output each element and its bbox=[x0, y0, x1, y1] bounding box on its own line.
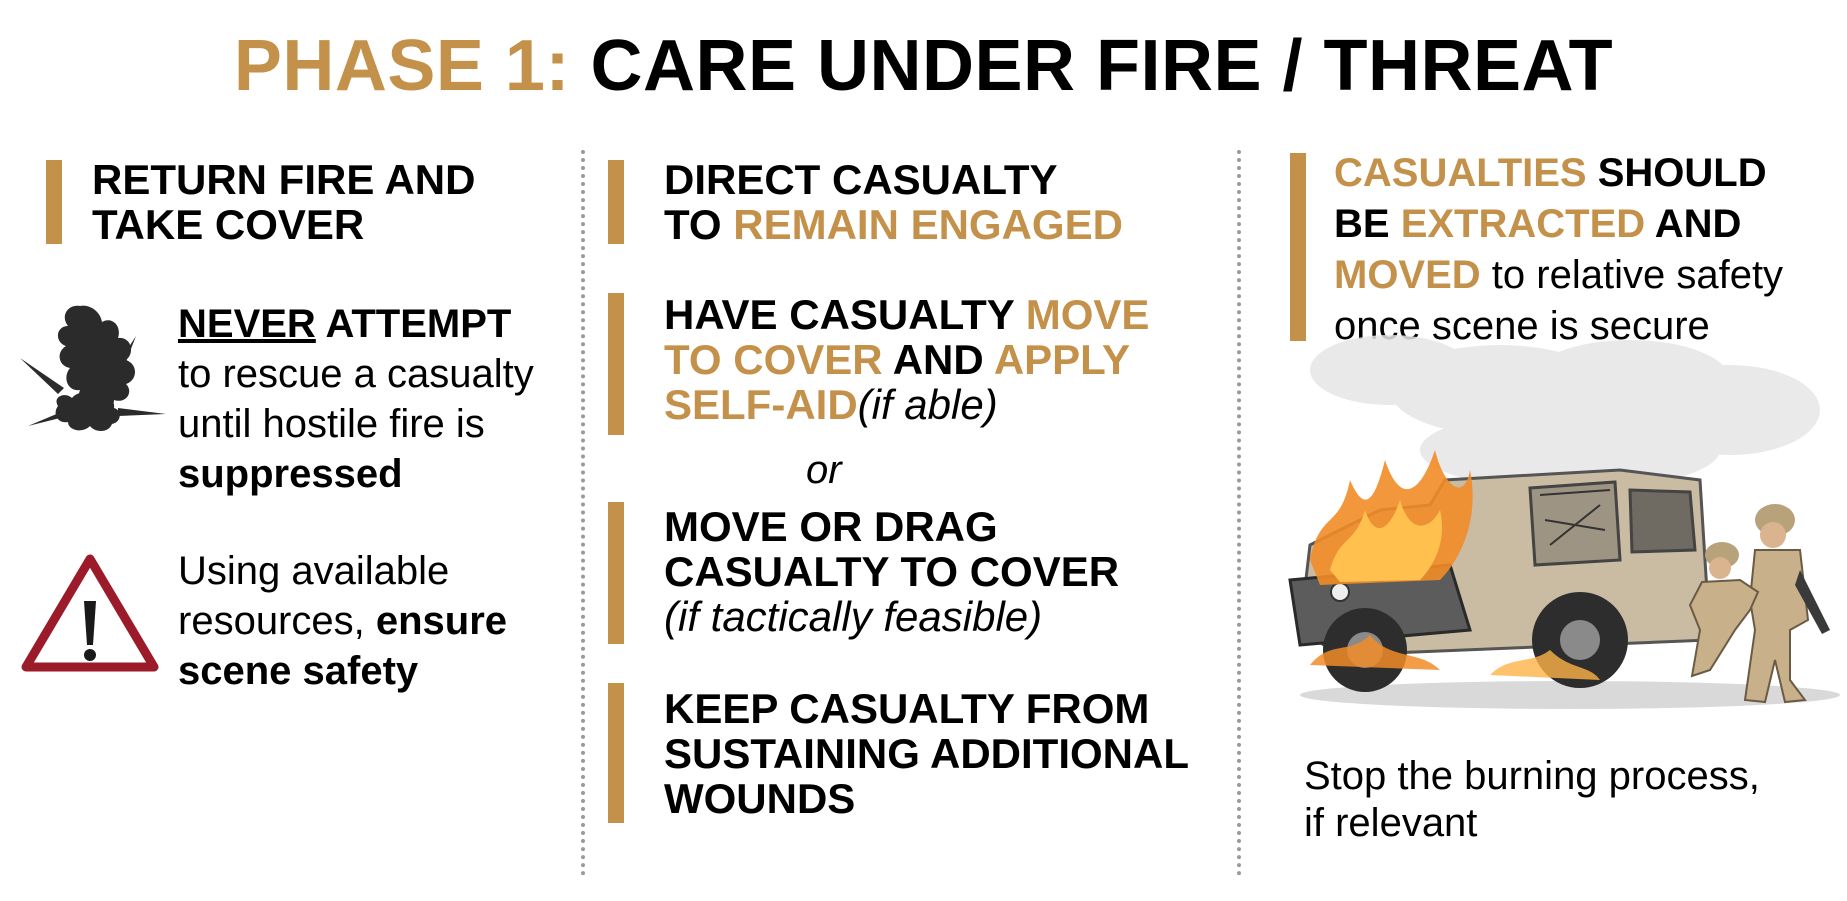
title-prefix: PHASE 1: bbox=[233, 26, 570, 106]
page-title: PHASE 1: CARE UNDER FIRE / THREAT bbox=[0, 26, 1847, 106]
column-divider-2 bbox=[1237, 150, 1241, 876]
accent-bar bbox=[608, 160, 624, 244]
extraction-text: CASUALTIES SHOULD BE EXTRACTED AND MOVED… bbox=[1334, 151, 1784, 348]
accent-bar bbox=[608, 502, 624, 644]
explosion-icon bbox=[20, 305, 166, 431]
accent-bar bbox=[46, 160, 62, 244]
scene-safety-text: Using available resources, ensure scene … bbox=[178, 549, 508, 693]
title-main: CARE UNDER FIRE / THREAT bbox=[590, 26, 1614, 106]
warning-triangle-icon bbox=[21, 554, 159, 672]
accent-bar bbox=[608, 293, 624, 435]
col1-heading: RETURN FIRE AND TAKE COVER bbox=[92, 156, 476, 248]
burning-vehicle-illustration bbox=[1288, 335, 1840, 709]
accent-bar bbox=[608, 683, 624, 823]
move-to-cover-item: HAVE CASUALTY MOVE TO COVER AND APPLY SE… bbox=[664, 291, 1150, 428]
additional-wounds-item: KEEP CASUALTY FROM SUSTAINING ADDITIONAL… bbox=[664, 685, 1189, 822]
direct-casualty-item: DIRECT CASUALTY TO REMAIN ENGAGED bbox=[664, 156, 1123, 248]
or-separator: or bbox=[806, 448, 842, 492]
burning-process-text: Stop the burning process, if relevant bbox=[1304, 754, 1760, 845]
column-divider-1 bbox=[581, 150, 585, 876]
drag-casualty-item: MOVE OR DRAG CASUALTY TO COVER (if tacti… bbox=[664, 503, 1120, 640]
never-attempt-text: NEVER ATTEMPT to rescue a casualty until… bbox=[178, 302, 534, 496]
accent-bar bbox=[1290, 153, 1306, 341]
